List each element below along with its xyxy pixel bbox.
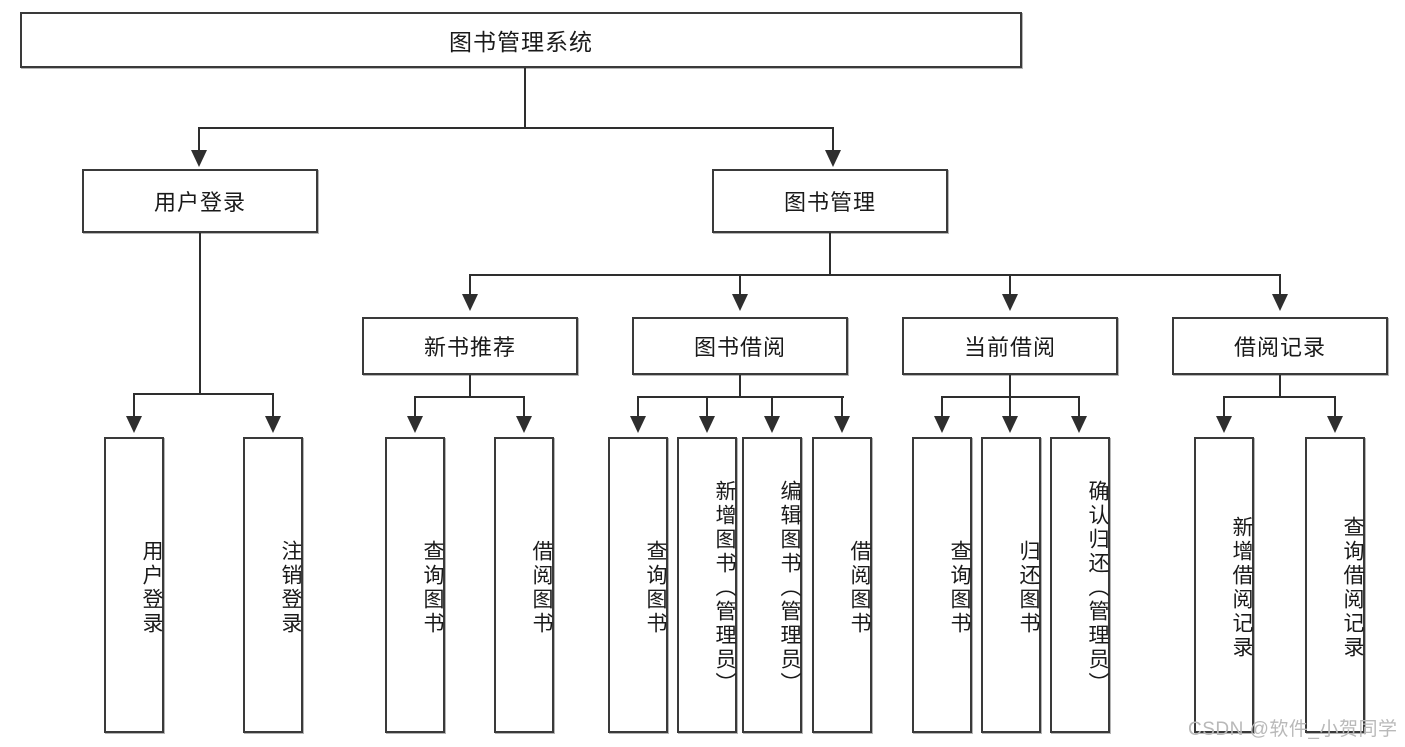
edge-user-login-drop-1 — [133, 393, 135, 418]
node-label: 确认归还（管理员） — [1086, 480, 1109, 696]
arrowhead-book-borrow — [732, 294, 748, 311]
edge-nbr-stem — [469, 375, 471, 397]
edge-bm-drop-2 — [739, 274, 741, 296]
node-label: 编辑图书（管理员） — [778, 480, 801, 696]
edge-book-management-bus — [469, 274, 1281, 276]
arrowhead-new-book-recommend — [462, 294, 478, 311]
node-label: 查询图书 — [421, 540, 444, 636]
node-label: 借阅图书 — [848, 540, 871, 636]
leaf-query-book-1[interactable]: 查询图书 — [385, 437, 445, 733]
edge-root-to-user-login — [198, 127, 200, 152]
edge-br-bus — [1223, 396, 1336, 398]
arrowhead-book-management — [825, 150, 841, 167]
node-label: 图书借阅 — [693, 335, 786, 360]
arrowhead-user-login — [191, 150, 207, 167]
node-user-login[interactable]: 用户登录 — [82, 169, 318, 233]
edge-bb-drop-4 — [841, 396, 843, 418]
arrowhead-leaf-query-borrow-record — [1327, 416, 1343, 433]
node-label: 当前借阅 — [963, 335, 1056, 360]
edge-user-login-stem — [199, 233, 201, 394]
edge-bm-drop-1 — [469, 274, 471, 296]
edge-user-login-drop-2 — [272, 393, 274, 418]
node-label: 查询图书 — [644, 540, 667, 636]
edge-nbr-drop-1 — [414, 396, 416, 418]
node-label: 借阅图书 — [530, 540, 553, 636]
node-label: 查询图书 — [948, 540, 971, 636]
arrowhead-borrow-record — [1272, 294, 1288, 311]
arrowhead-leaf-query-book-1 — [407, 416, 423, 433]
leaf-query-book-2[interactable]: 查询图书 — [608, 437, 668, 733]
node-current-borrow[interactable]: 当前借阅 — [902, 317, 1118, 375]
leaf-user-login[interactable]: 用户登录 — [104, 437, 164, 733]
csdn-watermark: CSDN @软件_小贺同学 — [1188, 719, 1398, 740]
edge-nbr-drop-2 — [523, 396, 525, 418]
edge-bm-drop-3 — [1009, 274, 1011, 296]
arrowhead-leaf-add-book — [699, 416, 715, 433]
leaf-borrow-book-2[interactable]: 借阅图书 — [812, 437, 872, 733]
edge-nbr-bus — [414, 396, 525, 398]
node-label: 归还图书 — [1017, 540, 1040, 636]
arrowhead-leaf-return-book — [1002, 416, 1018, 433]
leaf-query-borrow-record[interactable]: 查询借阅记录 — [1305, 437, 1365, 733]
edge-bb-stem — [739, 375, 741, 397]
node-label: 图书管理系统 — [449, 29, 593, 55]
edge-cb-stem — [1009, 375, 1011, 397]
edge-br-drop-1 — [1223, 396, 1225, 418]
edge-user-login-bus — [133, 393, 273, 395]
node-label: 用户登录 — [153, 190, 246, 215]
edge-bb-bus — [637, 396, 844, 398]
node-label: 新增借阅记录 — [1230, 516, 1253, 660]
node-label: 查询借阅记录 — [1341, 516, 1364, 660]
node-new-book-recommend[interactable]: 新书推荐 — [362, 317, 578, 375]
node-book-management[interactable]: 图书管理 — [712, 169, 948, 233]
edge-root-to-book-management — [832, 127, 834, 152]
node-label: 新增图书（管理员） — [713, 480, 736, 696]
node-borrow-record[interactable]: 借阅记录 — [1172, 317, 1388, 375]
leaf-confirm-return[interactable]: 确认归还（管理员） — [1050, 437, 1110, 733]
edge-bb-drop-3 — [771, 396, 773, 418]
arrowhead-leaf-user-login — [126, 416, 142, 433]
arrowhead-leaf-edit-book — [764, 416, 780, 433]
edge-br-stem — [1279, 375, 1281, 397]
edge-root-stem — [524, 68, 526, 128]
leaf-add-book[interactable]: 新增图书（管理员） — [677, 437, 737, 733]
edge-cb-drop-2 — [1009, 396, 1011, 418]
edge-bb-drop-2 — [706, 396, 708, 418]
leaf-borrow-book-1[interactable]: 借阅图书 — [494, 437, 554, 733]
edge-root-bus — [198, 127, 834, 129]
node-label: 注销登录 — [279, 540, 302, 636]
leaf-return-book[interactable]: 归还图书 — [981, 437, 1041, 733]
arrowhead-leaf-query-book-3 — [934, 416, 950, 433]
node-label: 用户登录 — [140, 540, 163, 636]
edge-cb-drop-3 — [1078, 396, 1080, 418]
arrowhead-leaf-confirm-return — [1071, 416, 1087, 433]
node-label: 借阅记录 — [1233, 335, 1326, 360]
arrowhead-leaf-borrow-book-1 — [516, 416, 532, 433]
node-book-borrow[interactable]: 图书借阅 — [632, 317, 848, 375]
leaf-query-book-3[interactable]: 查询图书 — [912, 437, 972, 733]
node-label: 新书推荐 — [423, 335, 516, 360]
edge-cb-drop-1 — [941, 396, 943, 418]
edge-book-management-stem — [829, 233, 831, 275]
arrowhead-leaf-logout-login — [265, 416, 281, 433]
arrowhead-leaf-query-book-2 — [630, 416, 646, 433]
edge-bb-drop-1 — [637, 396, 639, 418]
edge-bm-drop-4 — [1279, 274, 1281, 296]
node-label: 图书管理 — [783, 190, 876, 215]
leaf-logout-login[interactable]: 注销登录 — [243, 437, 303, 733]
node-book-management-system[interactable]: 图书管理系统 — [20, 12, 1022, 68]
arrowhead-leaf-borrow-book-2 — [834, 416, 850, 433]
leaf-edit-book[interactable]: 编辑图书（管理员） — [742, 437, 802, 733]
arrowhead-current-borrow — [1002, 294, 1018, 311]
arrowhead-leaf-add-borrow-record — [1216, 416, 1232, 433]
edge-br-drop-2 — [1334, 396, 1336, 418]
leaf-add-borrow-record[interactable]: 新增借阅记录 — [1194, 437, 1254, 733]
